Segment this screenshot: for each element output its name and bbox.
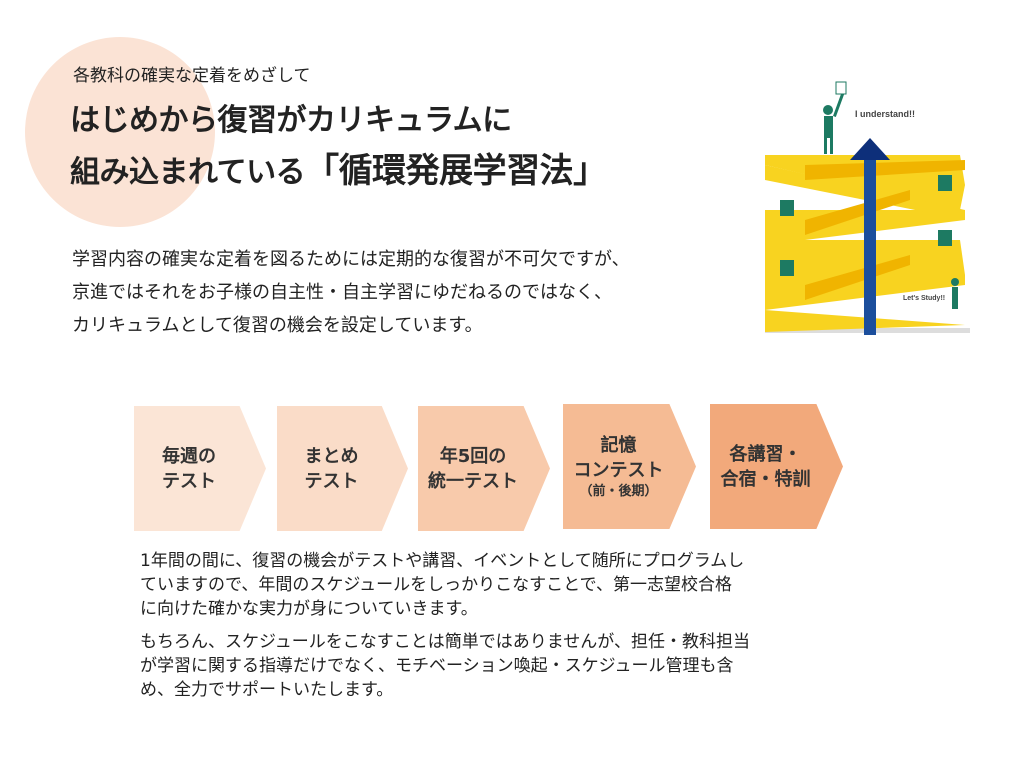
step-label: テスト — [162, 470, 216, 492]
step-label: 記憶 — [600, 434, 637, 456]
step-seasonal-courses: 各講習・合宿・特訓 — [710, 404, 843, 529]
paragraph-line: に向けた確かな実力が身についていきます。 — [140, 599, 478, 619]
step-label: 年5回の — [439, 445, 507, 467]
intro-text: 学習内容の確実な定着を図るためには定期的な復習が不可欠ですが、 京進ではそれをお… — [72, 243, 630, 342]
title-prefix: 組み込まれている — [70, 155, 306, 190]
title-line-1: はじめから復習がカリキュラムに — [70, 103, 512, 138]
intro-line: カリキュラムとして復習の機会を設定しています。 — [72, 315, 483, 336]
paragraph-2: もちろん、スケジュールをこなすことは簡単ではありませんが、担任・教科担当 が学習… — [140, 630, 820, 702]
title-line-2: 組み込まれている「循環発展学習法」 — [70, 146, 607, 198]
step-weekly-test: 毎週のテスト — [134, 406, 266, 531]
spiral-staircase-illustration: I understand!! Let's Study!! — [765, 81, 970, 335]
paragraph-line: もちろん、スケジュールをこなすことは簡単ではありませんが、担任・教科担当 — [140, 632, 750, 652]
step-label: まとめ — [304, 445, 359, 467]
paragraph-line: め、全力でサポートいたします。 — [140, 680, 394, 700]
step-unified-test: 年5回の統一テスト — [418, 406, 550, 531]
decorative-circle — [25, 37, 215, 227]
step-label: コンテスト — [573, 459, 664, 481]
step-summary-test: まとめテスト — [277, 406, 408, 531]
subtitle: 各教科の確実な定着をめざして — [73, 66, 311, 86]
paragraph-line: 1年間の間に、復習の機会がテストや講習、イベントとして随所にプログラムし — [140, 551, 745, 571]
step-label: テスト — [304, 470, 359, 492]
step-note: （前・後期） — [579, 483, 658, 499]
paragraph-line: ていますので、年間のスケジュールをしっかりこなすことで、第一志望校合格 — [140, 575, 732, 595]
intro-line: 学習内容の確実な定着を図るためには定期的な復習が不可欠ですが、 — [72, 249, 630, 270]
step-label: 統一テスト — [428, 470, 518, 492]
step-label: 合宿・特訓 — [720, 468, 811, 490]
step-memory-contest: 記憶コンテスト （前・後期） — [563, 404, 696, 529]
paragraph-1: 1年間の間に、復習の機会がテストや講習、イベントとして随所にプログラムし ていま… — [140, 549, 820, 621]
paragraph-line: が学習に関する指導だけでなく、モチベーション喚起・スケジュール管理も含 — [140, 656, 734, 676]
step-label: 各講習・ — [729, 443, 802, 465]
intro-line: 京進ではそれをお子様の自主性・自主学習にゆだねるのではなく、 — [72, 282, 612, 303]
illustration-bottom-label: Let's Study!! — [903, 295, 945, 302]
page-title: はじめから復習がカリキュラムに 組み込まれている「循環発展学習法」 — [70, 96, 607, 198]
step-label: 毎週の — [162, 445, 216, 467]
illustration-top-label: I understand!! — [855, 109, 915, 119]
title-highlight: 「循環発展学習法」 — [305, 151, 607, 191]
